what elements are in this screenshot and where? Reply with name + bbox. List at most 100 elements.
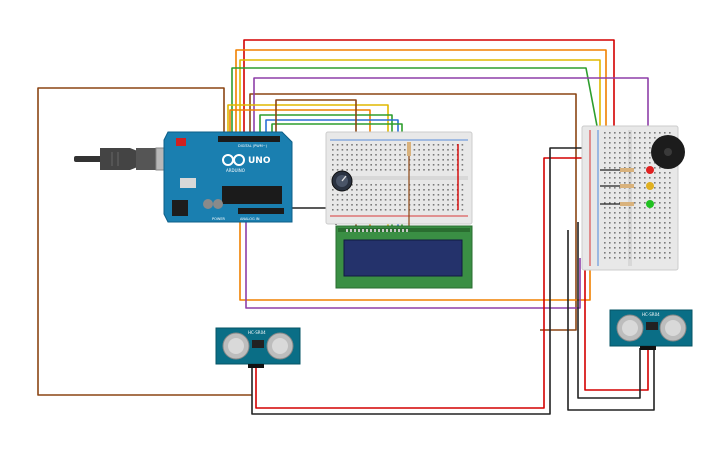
- breadboard-hole: [624, 227, 626, 229]
- breadboard-hole: [604, 152, 606, 154]
- breadboard-hole: [619, 147, 621, 149]
- breadboard-hole: [394, 199, 396, 201]
- lcd-pin: [362, 229, 364, 232]
- breadboard-hole: [624, 167, 626, 169]
- breadboard-hole: [659, 182, 661, 184]
- breadboard-hole: [619, 242, 621, 244]
- breadboard-hole: [609, 182, 611, 184]
- breadboard-hole: [375, 159, 377, 161]
- breadboard-hole: [634, 257, 636, 259]
- breadboard-hole: [346, 149, 348, 151]
- breadboard-hole: [634, 217, 636, 219]
- breadboard-hole: [384, 199, 387, 201]
- breadboard-hole: [437, 189, 440, 191]
- breadboard-hole: [614, 137, 616, 139]
- breadboard-hole: [664, 197, 666, 199]
- breadboard-hole: [423, 159, 425, 161]
- breadboard-hole: [370, 169, 372, 171]
- breadboard-hole: [341, 194, 344, 196]
- breadboard-hole: [619, 172, 621, 174]
- breadboard-hole: [442, 189, 444, 191]
- breadboard-hole: [624, 142, 626, 144]
- breadboard-hole: [659, 247, 661, 249]
- breadboard-hole: [447, 169, 449, 171]
- breadboard-hole: [365, 144, 368, 146]
- power-label: POWER: [212, 217, 226, 221]
- breadboard-hole: [624, 222, 626, 224]
- breadboard-hole: [356, 194, 358, 196]
- wire-purple-top: [253, 77, 649, 140]
- breadboard-hole: [634, 162, 636, 164]
- breadboard-hole: [351, 159, 353, 161]
- breadboard-hole: [659, 257, 661, 259]
- breadboard-hole: [447, 164, 449, 166]
- breadboard-hole: [634, 142, 636, 144]
- breadboard-hole: [360, 149, 363, 151]
- breadboard-hole: [428, 154, 430, 156]
- breadboard-hole: [442, 209, 444, 211]
- breadboard-hole: [442, 169, 444, 171]
- breadboard-hole: [360, 184, 363, 186]
- breadboard-hole: [619, 167, 621, 169]
- breadboard-hole: [336, 209, 339, 211]
- breadboard-hole: [413, 184, 416, 186]
- breadboard-hole: [609, 232, 611, 234]
- breadboard-hole: [365, 204, 368, 206]
- breadboard-hole: [614, 132, 616, 134]
- breadboard-hole: [341, 154, 344, 156]
- breadboard-hole: [639, 197, 641, 199]
- breadboard-hole: [639, 237, 641, 239]
- breadboard-hole: [389, 209, 392, 211]
- breadboard-hole: [346, 204, 348, 206]
- breadboard-hole: [614, 232, 616, 234]
- breadboard-right: [581, 125, 679, 271]
- breadboard-hole: [664, 242, 666, 244]
- breadboard-hole: [619, 257, 621, 259]
- breadboard-hole: [624, 217, 626, 219]
- breadboard-hole: [644, 167, 646, 169]
- breadboard-hole: [609, 212, 611, 214]
- breadboard-hole: [370, 189, 372, 191]
- breadboard-hole: [609, 147, 611, 149]
- wire-purple-bottom: [245, 218, 581, 309]
- breadboard-hole: [664, 182, 666, 184]
- breadboard-hole: [659, 197, 661, 199]
- breadboard-hole: [447, 209, 449, 211]
- breadboard-hole: [399, 199, 401, 201]
- breadboard-hole: [346, 164, 348, 166]
- breadboard-hole: [404, 194, 406, 196]
- breadboard-hole: [351, 149, 353, 151]
- breadboard-hole: [629, 212, 631, 214]
- breadboard-hole: [380, 189, 382, 191]
- breadboard-hole: [669, 192, 671, 194]
- breadboard-hole: [336, 194, 339, 196]
- breadboard-hole: [604, 147, 606, 149]
- breadboard-hole: [389, 164, 392, 166]
- digital-label: DIGITAL (PWM~): [238, 144, 268, 148]
- breadboard-hole: [394, 189, 396, 191]
- breadboard-hole: [413, 189, 416, 191]
- breadboard-hole: [609, 192, 611, 194]
- breadboard-hole: [654, 237, 656, 239]
- breadboard-hole: [418, 204, 420, 206]
- breadboard-hole: [639, 212, 641, 214]
- breadboard-hole: [614, 217, 616, 219]
- breadboard-hole: [614, 172, 616, 174]
- breadboard-hole: [664, 232, 666, 234]
- breadboard-hole: [634, 137, 636, 139]
- breadboard-hole: [432, 159, 435, 161]
- breadboard-hole: [614, 242, 616, 244]
- reset-button: [176, 138, 186, 146]
- breadboard-hole: [609, 187, 611, 189]
- breadboard-hole: [654, 167, 656, 169]
- breadboard-hole: [332, 159, 334, 161]
- breadboard-hole: [384, 169, 387, 171]
- breadboard-hole: [370, 184, 372, 186]
- breadboard-hole: [461, 144, 464, 146]
- breadboard-hole: [332, 144, 334, 146]
- breadboard-hole: [629, 207, 631, 209]
- breadboard-hole: [614, 212, 616, 214]
- breadboard-hole: [461, 209, 464, 211]
- breadboard-hole: [432, 189, 435, 191]
- breadboard-hole: [356, 204, 358, 206]
